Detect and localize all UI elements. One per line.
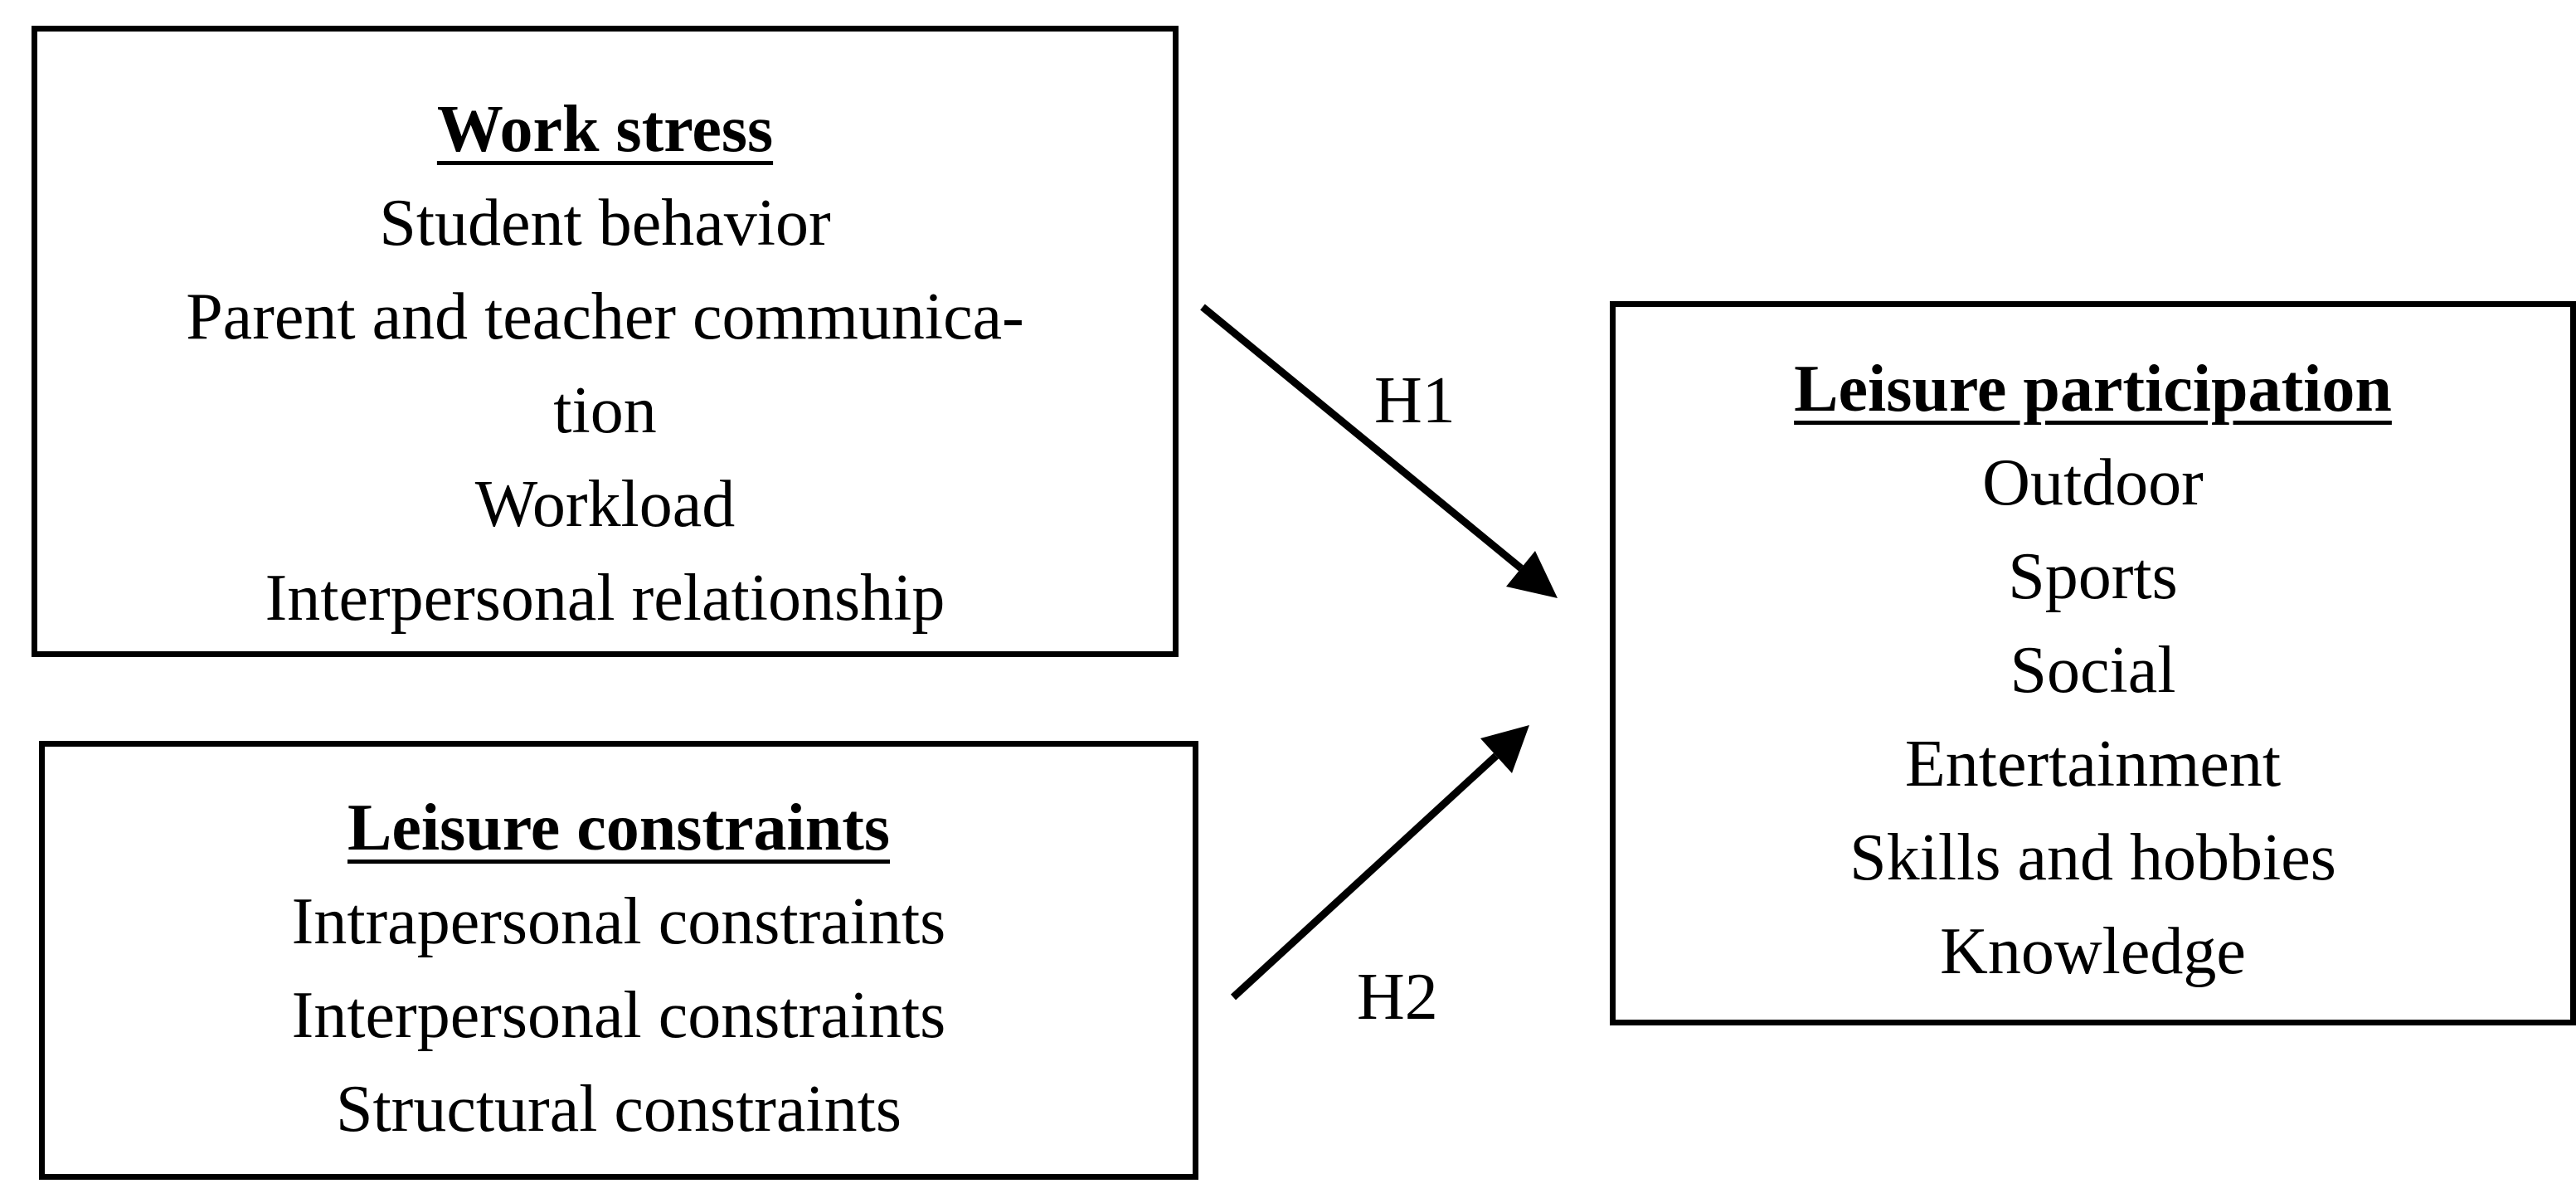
h2-arrow [1230,725,1529,1001]
leisure-constraints-item-structural: Structural constraints [335,1073,902,1146]
leisure-participation-box: Leisure participation Outdoor Sports Soc… [1610,301,2576,1025]
leisure-participation-content: Leisure participation Outdoor Sports Soc… [1616,343,2570,999]
leisure-participation-item-outdoor: Outdoor [1982,446,2204,519]
h2-arrowhead [1480,725,1529,773]
work-stress-item-student-behavior: Student behavior [379,187,831,260]
h2-label: H2 [1357,961,1438,1034]
leisure-constraints-box: Leisure constraints Intrapersonal constr… [39,741,1198,1180]
h1-label: H1 [1374,364,1456,437]
h2-arrow-shaft [1230,752,1499,1001]
leisure-participation-item-entertainment: Entertainment [1904,728,2282,801]
leisure-constraints-title: Leisure constraints [347,791,891,864]
work-stress-item-workload: Workload [474,468,736,541]
leisure-participation-title: Leisure participation [1794,353,2392,426]
leisure-participation-item-sports: Sports [2008,540,2178,613]
work-stress-box: Work stress Student behavior Parent and … [32,26,1179,657]
h1-arrowhead [1506,551,1558,598]
h1-arrow [1200,304,1558,598]
leisure-constraints-item-interpersonal: Interpersonal constraints [291,979,946,1052]
leisure-participation-item-social: Social [2010,634,2176,707]
work-stress-content: Work stress Student behavior Parent and … [37,83,1173,645]
leisure-participation-item-skills-hobbies: Skills and hobbies [1849,821,2336,894]
leisure-constraints-item-intrapersonal: Intrapersonal constraints [291,885,946,958]
work-stress-item-parent-teacher-communication-cont: tion [553,374,657,447]
leisure-participation-item-knowledge: Knowledge [1940,915,2246,988]
work-stress-item-interpersonal-relationship: Interpersonal relationship [265,562,945,635]
leisure-constraints-content: Leisure constraints Intrapersonal constr… [45,782,1193,1157]
h1-arrow-shaft [1200,304,1524,572]
work-stress-title: Work stress [436,93,774,166]
work-stress-item-parent-teacher-communication: Parent and teacher communica- [186,280,1024,353]
